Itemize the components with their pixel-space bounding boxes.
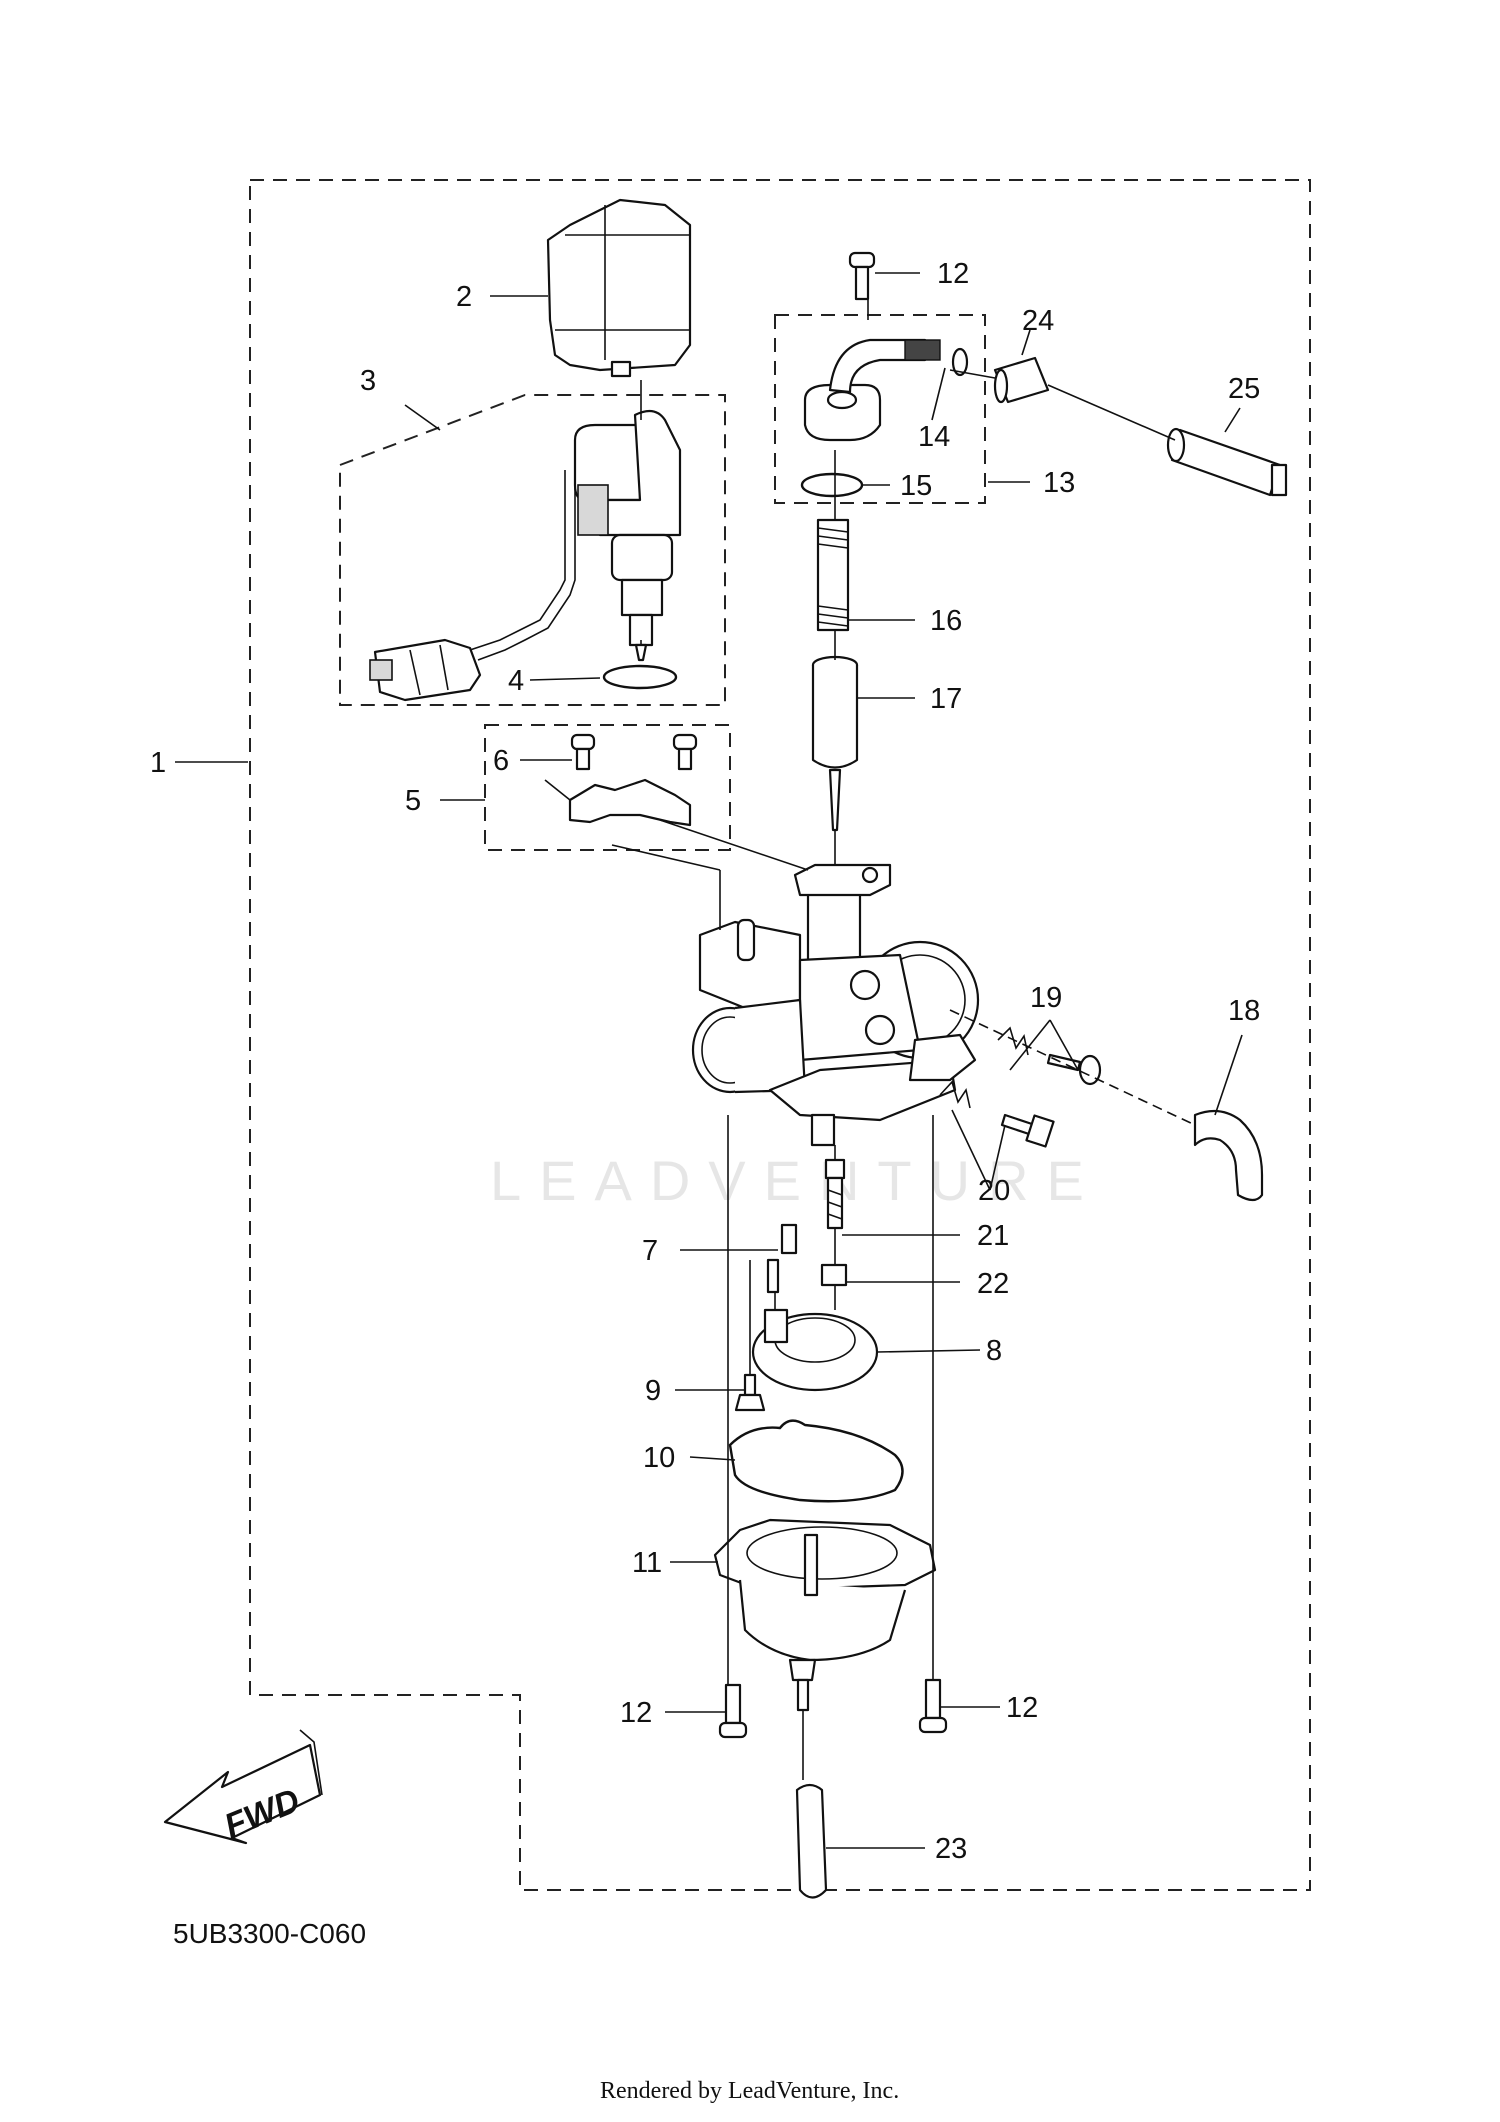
- callout-18: 18: [1228, 995, 1260, 1027]
- callout-7: 7: [642, 1235, 658, 1267]
- part-9-screw: [734, 1373, 766, 1412]
- part-17-throttle-valve: [811, 655, 859, 832]
- part-21-needle-jet: [824, 1158, 846, 1230]
- part-18-hose: [1193, 1109, 1264, 1202]
- part-14-ring: [951, 347, 969, 377]
- part-5-plate: [568, 778, 692, 827]
- part-8-float: [751, 1308, 879, 1392]
- callout-6: 6: [493, 745, 509, 777]
- part-7-pilot-jet: [766, 1223, 798, 1294]
- callout-23: 23: [935, 1833, 967, 1865]
- part-4-o-ring: [602, 664, 678, 690]
- callout-11: 11: [632, 1547, 662, 1579]
- alignment-lines: [611, 300, 1196, 1780]
- callout-labels: 1 2 3 4 5 6 7 8 9 10 11 12 12 12 13 14 1…: [150, 258, 1260, 1865]
- callout-12-top: 12: [937, 258, 969, 290]
- part-13-fitting: [803, 338, 941, 442]
- callout-5: 5: [405, 785, 421, 817]
- render-credit: Rendered by LeadVenture, Inc.: [600, 2078, 899, 2104]
- part-12-screw-top: [848, 251, 876, 301]
- callout-3: 3: [360, 365, 376, 397]
- callout-9: 9: [645, 1375, 661, 1407]
- callout-10: 10: [643, 1442, 675, 1474]
- part-20-screw-spring: [939, 1080, 1055, 1148]
- callout-22: 22: [977, 1268, 1009, 1300]
- callout-1: 1: [150, 747, 166, 779]
- callout-21: 21: [977, 1220, 1009, 1252]
- part-23-tube: [795, 1783, 828, 1899]
- callout-25: 25: [1228, 373, 1260, 405]
- callout-2: 2: [456, 281, 472, 313]
- subassembly-5-boundary: [484, 724, 731, 851]
- callout-24: 24: [1022, 305, 1054, 337]
- subassembly-13-boundary: [774, 314, 986, 504]
- callout-16: 16: [930, 605, 962, 637]
- callout-20: 20: [978, 1175, 1010, 1207]
- part-code: 5UB3300-C060: [173, 1918, 366, 1949]
- part-24-joint: [993, 356, 1050, 404]
- part-11-float-bowl: [713, 1518, 937, 1712]
- callout-12-left: 12: [620, 1697, 652, 1729]
- part-22-main-jet: [820, 1263, 848, 1287]
- callout-12-right: 12: [1006, 1692, 1038, 1724]
- callout-15: 15: [900, 470, 932, 502]
- part-2-cover: [546, 198, 692, 378]
- callout-8: 8: [986, 1335, 1002, 1367]
- fwd-arrow-icon: FWD: [163, 1729, 323, 1846]
- part-15-o-ring: [800, 472, 864, 498]
- part-12-screws-bottom: [718, 1678, 948, 1739]
- callout-19: 19: [1030, 982, 1062, 1014]
- part-16-spring: [816, 518, 850, 632]
- carburetor-body: [691, 863, 980, 1147]
- callout-4: 4: [508, 665, 524, 697]
- part-10-gasket: [728, 1419, 904, 1503]
- callout-13: 13: [1043, 467, 1075, 499]
- part-25-hose: [1166, 427, 1288, 497]
- assembly-boundary: [249, 179, 1311, 1891]
- part-19-screw-spring: [997, 1026, 1102, 1086]
- part-3-starter-unit: [369, 409, 682, 702]
- part-6-screws: [570, 733, 698, 771]
- callout-14: 14: [918, 421, 950, 453]
- subassembly-3-boundary: [339, 394, 726, 706]
- callout-17: 17: [930, 683, 962, 715]
- callout-leaders: [175, 272, 1243, 1849]
